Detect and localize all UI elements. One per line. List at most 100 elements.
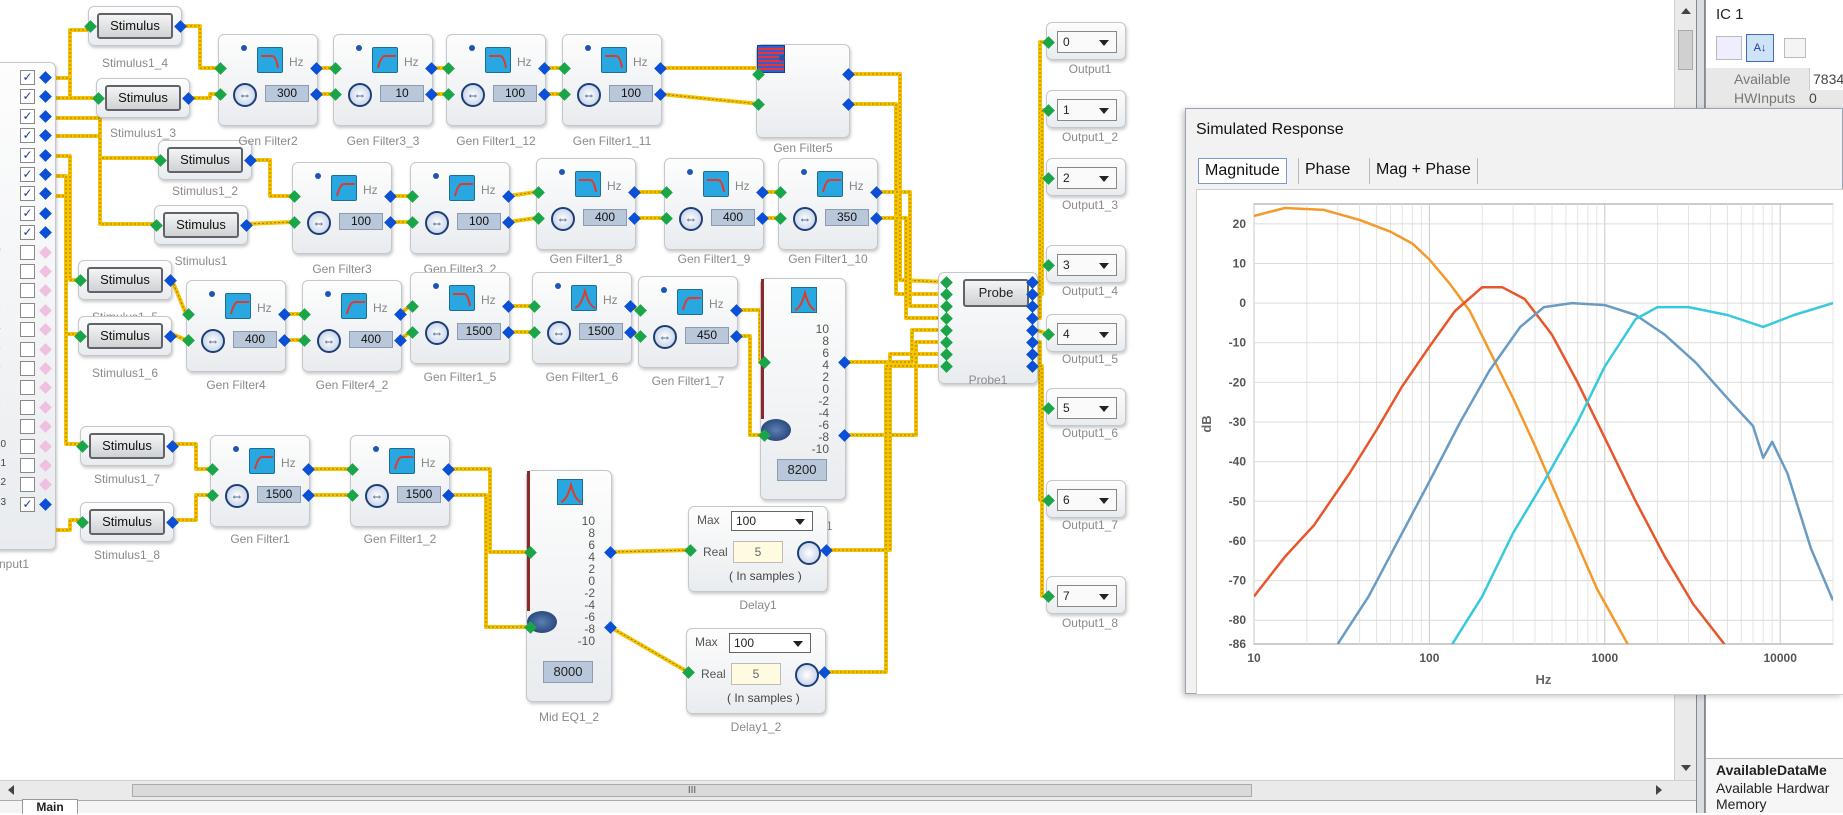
frequency-knob-icon[interactable]: ⇔ — [425, 321, 449, 345]
input-checkbox[interactable]: ✓ — [20, 186, 35, 202]
frequency-knob-icon[interactable]: ⇔ — [577, 83, 601, 107]
gen-filter-block[interactable]: Hz⇔350 — [778, 158, 878, 250]
input-pin[interactable] — [39, 459, 52, 472]
wire[interactable] — [54, 76, 96, 100]
stimulus-button[interactable]: Stimulus — [105, 85, 181, 111]
simulated-response-window[interactable]: Simulated Response Magnitude Phase Mag +… — [1185, 108, 1843, 695]
gen-filter5-block[interactable] — [756, 44, 850, 138]
delay-max-select[interactable]: 100 — [729, 633, 811, 653]
property-pages-icon[interactable] — [1784, 38, 1806, 58]
wire[interactable] — [448, 467, 530, 554]
input-pin[interactable] — [39, 342, 52, 356]
frequency-knob-icon[interactable]: ⇔ — [317, 329, 341, 353]
output-block[interactable]: 1 — [1046, 90, 1126, 128]
input-checkbox[interactable] — [20, 477, 35, 493]
vertical-scroll-thumb[interactable] — [1678, 30, 1693, 70]
scroll-down-icon[interactable] — [1681, 765, 1691, 771]
scroll-up-icon[interactable] — [1681, 8, 1691, 14]
frequency-value[interactable]: 400 — [583, 209, 627, 226]
output-block[interactable]: 7 — [1046, 576, 1126, 614]
output-block[interactable]: 4 — [1046, 314, 1126, 352]
gen-filter-block[interactable]: Hz⇔100 — [410, 162, 510, 254]
input-pin[interactable] — [39, 109, 52, 123]
stimulus-block[interactable]: Stimulus — [78, 316, 172, 356]
frequency-value[interactable]: 350 — [825, 209, 869, 226]
input-checkbox[interactable] — [20, 458, 35, 473]
scroll-left-icon[interactable] — [8, 785, 14, 795]
delay-real-value[interactable]: 5 — [733, 541, 783, 563]
output-channel-select[interactable]: 0 — [1057, 31, 1117, 53]
eq-frequency-value[interactable]: 8000 — [543, 661, 593, 683]
input-pin[interactable] — [39, 420, 52, 434]
categorized-icon[interactable] — [1716, 36, 1742, 60]
gen-filter-block[interactable]: Hz⇔100 — [292, 162, 392, 254]
input-checkbox[interactable]: ✓ — [20, 108, 35, 124]
input-pin[interactable] — [39, 478, 52, 492]
eq-frequency-value[interactable]: 8200 — [777, 459, 827, 481]
input-checkbox[interactable]: ✓ — [20, 147, 35, 163]
gen-filter-block[interactable]: Hz⇔10 — [333, 34, 433, 126]
output-channel-select[interactable]: 2 — [1057, 167, 1117, 189]
input-pin[interactable] — [39, 400, 52, 414]
frequency-value[interactable]: 400 — [711, 209, 755, 226]
input-pin[interactable] — [39, 148, 52, 162]
frequency-knob-icon[interactable]: ⇔ — [307, 211, 331, 235]
stimulus-button[interactable]: Stimulus — [87, 323, 163, 349]
wire[interactable] — [170, 279, 188, 315]
delay-real-value[interactable]: 5 — [731, 663, 781, 685]
input-pin[interactable] — [39, 90, 52, 104]
frequency-knob-icon[interactable]: ⇔ — [547, 321, 571, 345]
tab-main[interactable]: Main — [22, 799, 78, 814]
output-channel-select[interactable]: 7 — [1057, 585, 1117, 607]
input-pin[interactable] — [39, 381, 52, 395]
input-pin[interactable] — [39, 265, 52, 278]
output-channel-select[interactable]: 6 — [1057, 489, 1117, 511]
output-channel-select[interactable]: 4 — [1057, 323, 1117, 345]
stimulus-button[interactable]: Stimulus — [97, 13, 173, 39]
output-block[interactable]: 6 — [1046, 480, 1126, 518]
input-checkbox[interactable] — [20, 264, 35, 279]
frequency-value[interactable]: 1500 — [397, 486, 441, 503]
gen-filter-block[interactable]: Hz⇔1500 — [532, 272, 632, 364]
input-pin[interactable] — [39, 71, 52, 84]
input-checkbox[interactable] — [20, 399, 35, 415]
frequency-value[interactable]: 450 — [685, 327, 729, 344]
frequency-knob-icon[interactable]: ⇔ — [365, 484, 389, 508]
frequency-knob-icon[interactable]: ⇔ — [551, 207, 575, 231]
frequency-value[interactable]: 10 — [380, 85, 424, 102]
gen-filter-block[interactable]: Hz⇔1500 — [210, 435, 310, 527]
property-value[interactable]: 0 — [1809, 90, 1817, 106]
tab-magnitude[interactable]: Magnitude — [1198, 158, 1287, 184]
wire[interactable] — [54, 194, 80, 446]
frequency-knob-icon[interactable]: ⇔ — [225, 484, 249, 508]
frequency-knob-icon[interactable]: ⇔ — [679, 207, 703, 231]
frequency-value[interactable]: 300 — [265, 85, 309, 102]
frequency-value[interactable]: 100 — [609, 85, 653, 102]
output-block[interactable]: 0 — [1046, 22, 1126, 60]
input-pin[interactable] — [39, 206, 52, 220]
input-pin[interactable] — [39, 168, 52, 181]
stimulus-button[interactable]: Stimulus — [87, 267, 163, 293]
output-channel-select[interactable]: 3 — [1057, 254, 1117, 276]
delay-knob-icon[interactable] — [795, 663, 819, 687]
input-pin[interactable] — [39, 129, 52, 143]
frequency-knob-icon[interactable]: ⇔ — [461, 83, 485, 107]
input-checkbox[interactable] — [20, 380, 35, 396]
gen-filter-block[interactable]: Hz⇔100 — [562, 34, 662, 126]
gen-filter-block[interactable]: Hz⇔400 — [664, 158, 764, 250]
output-channel-select[interactable]: 1 — [1057, 99, 1117, 121]
input-pin[interactable] — [39, 226, 52, 240]
stimulus-button[interactable]: Stimulus — [163, 212, 239, 238]
delay-knob-icon[interactable] — [797, 541, 821, 565]
wire[interactable] — [174, 493, 210, 522]
input-checkbox[interactable] — [20, 322, 35, 338]
input-pin[interactable] — [39, 362, 52, 375]
input-pin[interactable] — [39, 439, 52, 453]
property-value[interactable]: 7834 — [1809, 68, 1843, 90]
input-checkbox[interactable] — [20, 341, 35, 357]
wire[interactable] — [174, 442, 210, 471]
probe-button[interactable]: Probe — [963, 279, 1029, 307]
